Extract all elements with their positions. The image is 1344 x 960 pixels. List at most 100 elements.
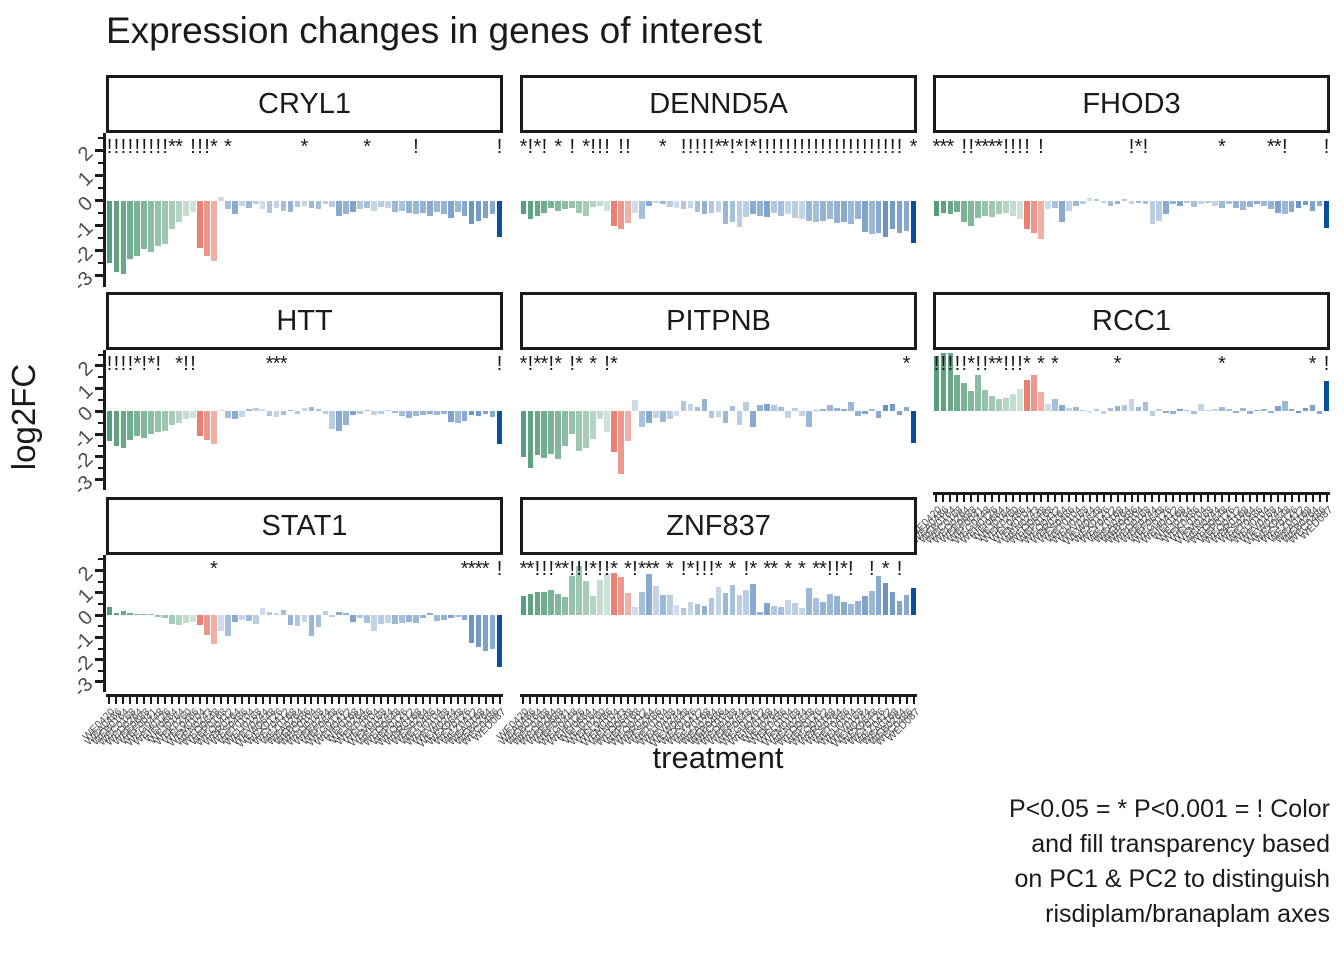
bar <box>433 411 440 415</box>
sig-marker: * <box>610 353 618 375</box>
bar <box>1170 411 1177 414</box>
sig-marker: * <box>519 558 528 580</box>
bar <box>1135 406 1142 412</box>
bar <box>1316 200 1323 206</box>
x-axis-tick <box>619 697 622 704</box>
bar <box>1086 411 1093 413</box>
bar <box>785 200 791 215</box>
bar <box>231 615 238 622</box>
bar <box>597 200 603 206</box>
bar <box>954 200 961 212</box>
x-axis-tick <box>1081 495 1084 502</box>
bar <box>406 411 412 419</box>
x-axis-tick <box>717 697 720 704</box>
bar <box>468 615 475 643</box>
x-axis-tick <box>1109 495 1112 502</box>
bar <box>813 410 819 412</box>
bar <box>1114 200 1121 205</box>
bar <box>736 200 743 227</box>
bar <box>371 615 377 631</box>
x-axis-tick <box>1123 495 1126 502</box>
bar <box>218 615 224 631</box>
bar <box>211 411 217 445</box>
bar <box>1079 410 1086 412</box>
y-axis-minor-tick <box>98 421 103 424</box>
x-axis-tick <box>484 697 487 704</box>
bar <box>231 411 238 420</box>
bar <box>357 411 363 414</box>
bar <box>729 200 736 222</box>
bar <box>1163 200 1170 215</box>
y-axis-minor-tick <box>98 669 103 672</box>
sig-marker: ! <box>548 353 555 375</box>
bar <box>947 353 954 412</box>
bar <box>1295 200 1302 209</box>
bar <box>947 200 954 215</box>
sig-marker: * <box>988 136 997 158</box>
sig-marker: ! <box>827 558 833 580</box>
sig-marker: ! <box>701 136 708 158</box>
x-axis-tick <box>352 697 355 704</box>
bar <box>861 200 868 232</box>
bar <box>820 601 826 616</box>
bar <box>715 587 722 616</box>
bar <box>1065 200 1072 211</box>
y-axis-minor-tick <box>98 376 103 379</box>
sig-marker: ! <box>875 136 882 158</box>
bar <box>975 200 982 219</box>
caption-line: risdiplam/branaplam axes <box>1045 900 1330 928</box>
x-axis-tick <box>275 697 278 704</box>
sig-marker: * <box>728 558 737 580</box>
y-axis-minor-tick <box>98 444 103 447</box>
sig-marker: ! <box>496 558 503 580</box>
bar <box>834 408 840 412</box>
bar <box>280 200 287 211</box>
bar <box>364 615 370 623</box>
bar <box>996 200 1002 215</box>
sig-marker: ! <box>1003 353 1009 375</box>
y-axis-minor-tick <box>98 580 103 583</box>
sig-marker: ! <box>127 136 134 158</box>
sig-marker: ! <box>694 558 701 580</box>
x-axis-tick <box>1318 495 1321 502</box>
x-axis-tick <box>557 697 560 704</box>
x-axis-line <box>520 694 917 697</box>
x-axis-tick <box>1074 495 1077 502</box>
sig-marker: ! <box>757 136 764 158</box>
x-axis-tick <box>296 697 299 704</box>
x-axis-tick <box>247 697 250 704</box>
x-axis-tick <box>935 495 938 502</box>
x-axis-tick <box>268 697 271 704</box>
sig-marker: * <box>279 353 288 375</box>
bar <box>447 411 454 422</box>
bar <box>420 200 426 214</box>
bar <box>520 411 527 457</box>
bar <box>632 200 638 214</box>
x-axis-tick <box>970 495 973 502</box>
sig-marker: * <box>272 353 281 375</box>
sig-marker: * <box>658 136 667 158</box>
bar <box>1149 411 1156 416</box>
bar <box>350 615 357 622</box>
bar <box>120 610 127 616</box>
sig-marker: ! <box>1010 353 1016 375</box>
x-axis-tick <box>1276 495 1279 502</box>
bar <box>440 411 447 414</box>
x-axis-tick <box>1116 495 1119 502</box>
sig-marker: ! <box>694 136 701 158</box>
bar <box>1072 406 1079 412</box>
sig-marker: ! <box>625 136 631 158</box>
bar <box>440 615 447 620</box>
bar <box>933 355 940 412</box>
x-axis-tick <box>571 697 574 704</box>
bar <box>778 200 784 216</box>
sig-marker: * <box>210 136 218 158</box>
bar <box>120 200 127 275</box>
bar <box>134 411 141 437</box>
bar <box>604 572 610 616</box>
sig-marker: * <box>519 353 528 375</box>
bar <box>806 411 812 428</box>
sig-marker: * <box>1023 353 1031 375</box>
bar <box>722 592 729 616</box>
sig-marker: ! <box>729 136 736 158</box>
